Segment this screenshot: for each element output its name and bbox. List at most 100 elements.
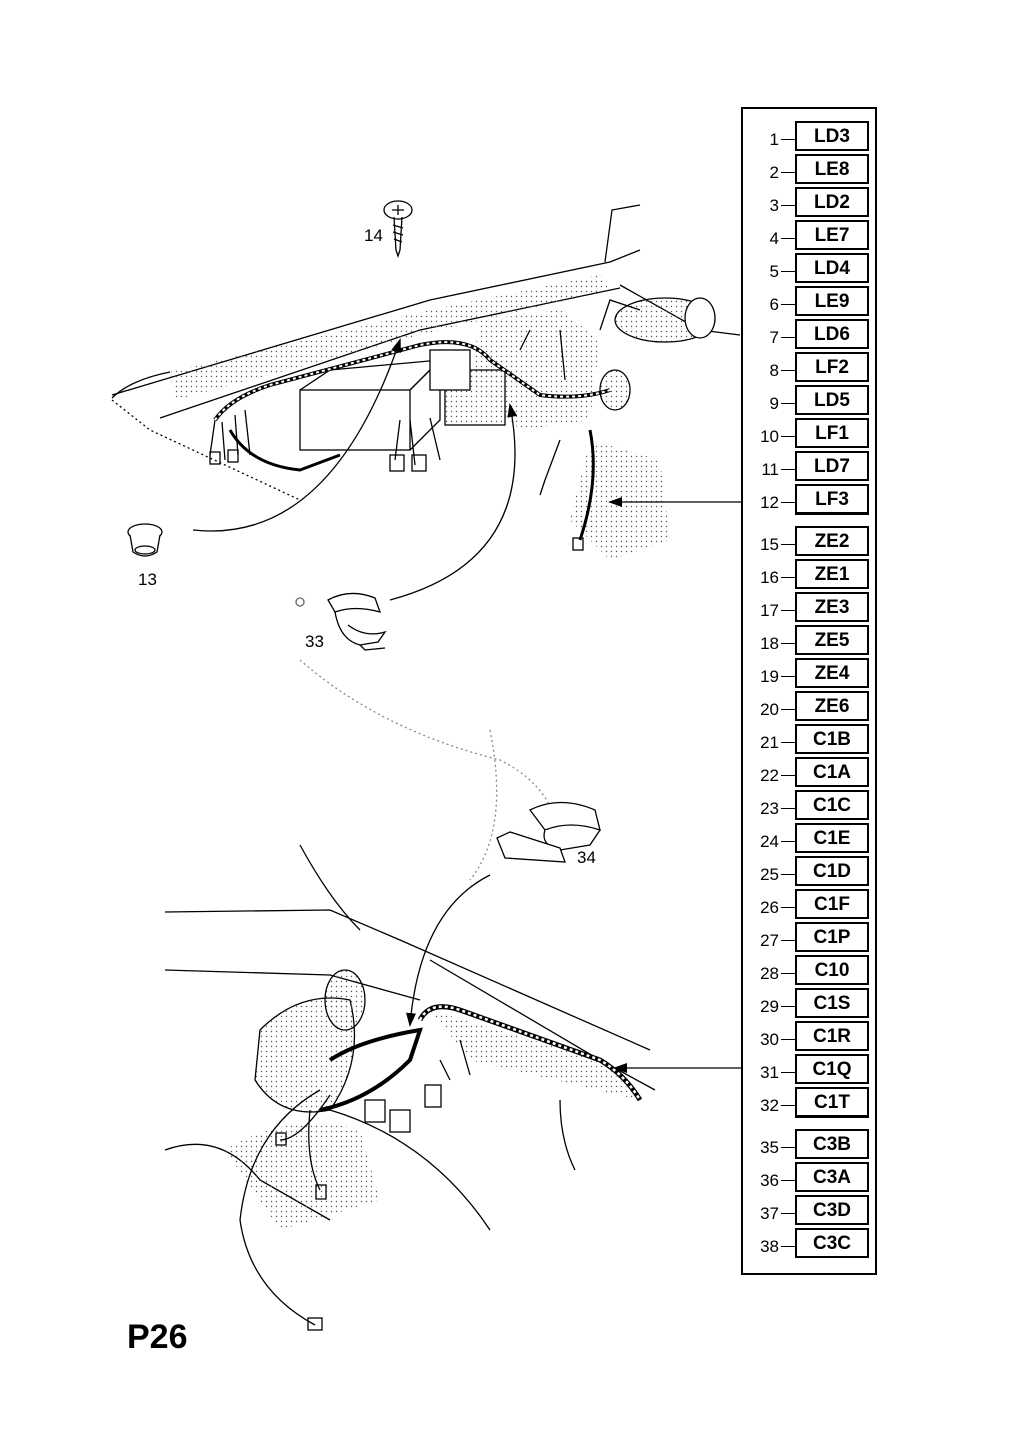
code-row-number: 4	[769, 229, 779, 248]
option-code-box: C10	[795, 955, 869, 985]
code-row-number: 9	[769, 394, 779, 413]
code-row-number: 8	[769, 361, 779, 380]
code-row: 9 LD5	[743, 385, 875, 417]
page-code: P26	[127, 1318, 188, 1356]
code-row-number: 31	[760, 1063, 779, 1082]
option-code-box: ZE6	[795, 691, 869, 721]
leader-line	[781, 973, 795, 974]
code-row-number: 2	[769, 163, 779, 182]
code-row: 4 LE7	[743, 220, 875, 252]
callout-13: 13	[138, 570, 157, 589]
leader-line	[781, 1147, 795, 1148]
code-row: 7 LD6	[743, 319, 875, 351]
option-code-box: C1D	[795, 856, 869, 886]
code-row-number: 26	[760, 898, 779, 917]
option-code-box: LD7	[795, 451, 869, 481]
option-code-box: LD3	[795, 121, 869, 151]
leader-line	[781, 808, 795, 809]
clip-part-33	[295, 592, 387, 651]
screw-part	[383, 200, 413, 259]
option-code-box: C1E	[795, 823, 869, 853]
option-code-box: LD5	[795, 385, 869, 415]
option-code-box: C1S	[795, 988, 869, 1018]
code-row-number: 38	[760, 1237, 779, 1256]
leader-line	[781, 907, 795, 908]
leader-line	[781, 841, 795, 842]
code-row: 11 LD7	[743, 451, 875, 483]
leader-line	[781, 436, 795, 437]
code-row: 28 C10	[743, 955, 875, 987]
option-code-box: C1R	[795, 1021, 869, 1051]
option-code-box: LE7	[795, 220, 869, 250]
code-row: 31 C1Q	[743, 1054, 875, 1086]
option-code-box: C3B	[795, 1129, 869, 1159]
code-row-number: 36	[760, 1171, 779, 1190]
option-code-box: ZE5	[795, 625, 869, 655]
code-row: 30 C1R	[743, 1021, 875, 1053]
option-code-box: C3A	[795, 1162, 869, 1192]
code-row-number: 3	[769, 196, 779, 215]
code-row-number: 18	[760, 634, 779, 653]
leader-line	[781, 940, 795, 941]
callout-34: 34	[577, 848, 596, 867]
leader-line	[781, 1039, 795, 1040]
leader-line	[781, 1180, 795, 1181]
leader-line	[781, 1006, 795, 1007]
option-code-box: C1P	[795, 922, 869, 952]
code-row-number: 11	[761, 460, 779, 479]
code-row-number: 30	[760, 1030, 779, 1049]
lower-harness-view	[164, 659, 741, 1331]
code-row-number: 28	[760, 964, 779, 983]
callout-14: 14	[364, 226, 383, 245]
group-separator	[795, 1116, 869, 1118]
option-code-box: C3C	[795, 1228, 869, 1258]
option-code-box: LF1	[795, 418, 869, 448]
leader-line	[781, 271, 795, 272]
code-row-number: 23	[760, 799, 779, 818]
code-row-number: 7	[769, 328, 779, 347]
code-row-number: 5	[769, 262, 779, 281]
code-row-number: 21	[760, 733, 779, 752]
leader-line	[781, 643, 795, 644]
option-code-box: ZE3	[795, 592, 869, 622]
leader-line	[781, 874, 795, 875]
leader-line	[781, 676, 795, 677]
grommet-part	[127, 523, 163, 557]
code-row-number: 16	[760, 568, 779, 587]
leader-line	[781, 577, 795, 578]
option-code-box: C1C	[795, 790, 869, 820]
code-row-number: 1	[769, 130, 779, 149]
option-code-box: LD6	[795, 319, 869, 349]
leader-line	[781, 775, 795, 776]
option-code-box: ZE2	[795, 526, 869, 556]
option-code-box: C1F	[795, 889, 869, 919]
callout-33: 33	[305, 632, 324, 651]
leader-line	[781, 1213, 795, 1214]
leader-line	[781, 469, 795, 470]
option-code-box: C1Q	[795, 1054, 869, 1084]
option-code-box: C1T	[795, 1087, 869, 1117]
code-row: 1 LD3	[743, 121, 875, 153]
option-code-box: LE9	[795, 286, 869, 316]
option-code-box: LF3	[795, 484, 869, 514]
code-row-number: 25	[760, 865, 779, 884]
option-code-box: LF2	[795, 352, 869, 382]
code-row: 20 ZE6	[743, 691, 875, 723]
code-row-number: 24	[760, 832, 779, 851]
code-row-number: 20	[760, 700, 779, 719]
leader-line	[781, 544, 795, 545]
leader-line	[781, 403, 795, 404]
code-row-number: 22	[760, 766, 779, 785]
leader-line	[781, 709, 795, 710]
